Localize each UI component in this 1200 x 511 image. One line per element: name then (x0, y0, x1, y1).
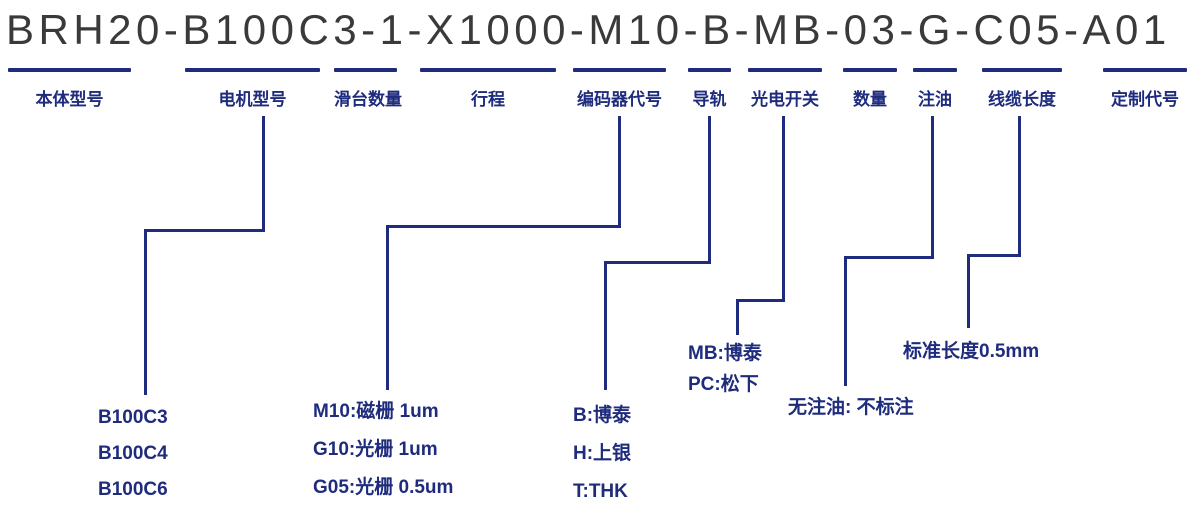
model-code-title: BRH20-B100C3-1-X1000-M10-B-MB-03-G-C05-A… (6, 6, 1171, 53)
field-label: 编码器代号 (577, 90, 662, 109)
segment-underline (334, 68, 397, 72)
connector-line (604, 261, 711, 264)
segment-underline (748, 68, 822, 72)
option-line: M10:磁栅 1um (313, 401, 439, 422)
field-encoder-code: 编码器代号 (573, 68, 666, 110)
connector-line (386, 225, 621, 228)
photo-switch-options: MB:博泰 PC:松下 (688, 338, 762, 400)
field-label: 线缆长度 (988, 90, 1056, 109)
connector-line (262, 116, 265, 232)
field-label: 定制代号 (1111, 90, 1179, 109)
connector-line (144, 229, 147, 395)
segment-underline (1103, 68, 1187, 72)
segment-underline (982, 68, 1062, 72)
field-label: 导轨 (692, 90, 727, 109)
field-custom-code: 定制代号 (1103, 68, 1187, 110)
field-label: 光电开关 (751, 90, 819, 109)
connector-line (604, 261, 607, 390)
connector-line (736, 299, 739, 335)
connector-line (967, 254, 1021, 257)
connector-line (782, 116, 785, 302)
field-slider-count: 滑台数量 (334, 68, 402, 110)
connector-line (386, 225, 389, 390)
motor-model-options: B100C3 B100C4 B100C6 (98, 400, 168, 508)
option-line: MB:博泰 (688, 343, 762, 364)
connector-line (844, 256, 934, 259)
connector-line (1018, 116, 1021, 257)
field-motor-model: 电机型号 (185, 68, 320, 110)
field-label: 本体型号 (35, 90, 104, 109)
segment-underline (688, 68, 731, 72)
connector-line (736, 299, 785, 302)
field-guide-rail: 导轨 (688, 68, 731, 110)
option-line: PC:松下 (688, 374, 759, 395)
field-stroke: 行程 (420, 68, 556, 110)
oil-note: 无注油: 不标注 (788, 397, 914, 418)
option-line: H:上银 (573, 443, 632, 464)
connector-line (844, 256, 847, 386)
segment-underline (843, 68, 897, 72)
field-quantity: 数量 (843, 68, 897, 110)
option-line: G05:光栅 0.5um (313, 477, 454, 498)
segment-underline (573, 68, 666, 72)
option-line: B100C4 (98, 443, 168, 464)
connector-line (618, 116, 621, 228)
segment-underline (8, 68, 131, 72)
option-line: B100C6 (98, 479, 168, 500)
segment-underline (185, 68, 320, 72)
encoder-code-options: M10:磁栅 1um G10:光栅 1um G05:光栅 0.5um (313, 393, 453, 507)
field-oil: 注油 (913, 68, 957, 110)
field-label: 行程 (471, 90, 505, 109)
field-body-model: 本体型号 (8, 68, 131, 110)
connector-line (967, 254, 970, 328)
connector-line (931, 116, 934, 259)
guide-rail-options: B:博泰 H:上银 T:THK (573, 397, 631, 511)
option-line: G10:光栅 1um (313, 439, 438, 460)
option-line: B100C3 (98, 407, 168, 428)
segment-underline (913, 68, 957, 72)
connector-line (708, 116, 711, 264)
cable-length-note: 标准长度0.5mm (903, 341, 1040, 362)
option-line: T:THK (573, 481, 628, 502)
segment-underline (420, 68, 556, 72)
field-cable-length: 线缆长度 (982, 68, 1062, 110)
field-label: 数量 (853, 90, 887, 109)
field-label: 滑台数量 (334, 90, 402, 109)
field-label: 注油 (918, 90, 952, 109)
option-line: B:博泰 (573, 405, 632, 426)
connector-line (144, 229, 265, 232)
field-photo-switch: 光电开关 (748, 68, 822, 110)
field-label: 电机型号 (218, 90, 287, 109)
